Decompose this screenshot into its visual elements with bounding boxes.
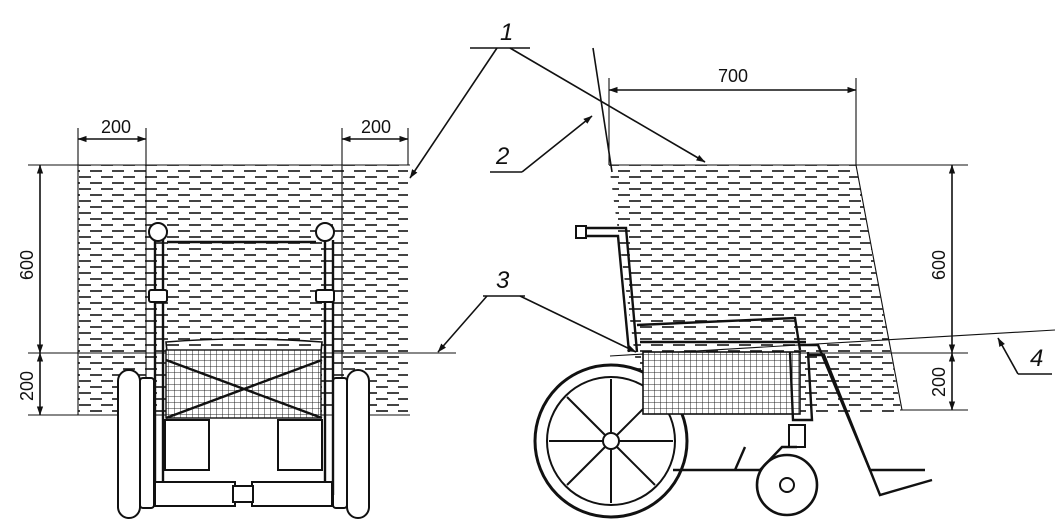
side-depth-label: 700 <box>718 66 748 86</box>
side-view: 700 600 200 <box>533 47 1055 519</box>
wheelchair-side <box>533 225 933 519</box>
callout-2: 2 <box>495 143 509 170</box>
callout-1: 1 <box>500 19 513 46</box>
front-left-width-label: 200 <box>101 117 131 137</box>
callout-3: 3 <box>496 267 510 294</box>
wheelchair-front <box>117 222 370 519</box>
front-lower-height-label: 200 <box>17 371 37 401</box>
front-view: 200 200 600 200 <box>17 117 456 519</box>
callouts: 1 2 3 4 <box>409 19 1052 375</box>
front-right-width-label: 200 <box>361 117 391 137</box>
side-upper-height-label: 600 <box>929 250 949 280</box>
front-upper-height-label: 600 <box>17 250 37 280</box>
side-lower-height-label: 200 <box>929 367 949 397</box>
callout-4: 4 <box>1030 345 1043 372</box>
